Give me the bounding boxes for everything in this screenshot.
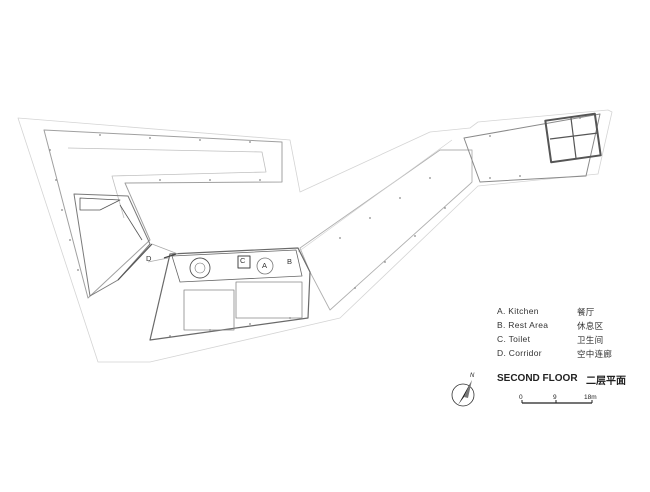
floor-title-cn: 二层平面	[586, 376, 626, 387]
right-grid-room	[544, 112, 602, 164]
central-block	[149, 247, 311, 341]
legend-key: C. Toilet	[497, 334, 531, 344]
left-wing-inner	[67, 147, 267, 219]
scale-label-0: 0	[519, 394, 523, 401]
north-arrow-icon	[451, 380, 475, 407]
room-label-b: B	[287, 257, 293, 266]
room-label-c: C	[240, 256, 246, 265]
legend-key: D. Corridor	[497, 348, 542, 358]
legend-value: 空中连廊	[577, 350, 613, 360]
right-building	[463, 113, 601, 183]
legend-value: 餐厅	[577, 308, 595, 318]
room-label-d: D	[146, 254, 152, 263]
room-label-a: A	[262, 261, 268, 270]
scale-label-18m: 18m	[584, 394, 597, 401]
kitchen-round-table	[189, 257, 211, 279]
legend-key: A. Kitchen	[497, 306, 539, 316]
site-outline	[17, 109, 613, 363]
scale-bar	[521, 400, 593, 404]
sky-corridor	[299, 149, 473, 311]
scale-label-9: 9	[553, 394, 557, 401]
atrium-block	[73, 193, 151, 297]
legend-value: 休息区	[577, 322, 604, 332]
legend-value: 卫生间	[577, 336, 604, 346]
legend-key: B. Rest Area	[497, 320, 549, 330]
floor-title: SECOND FLOOR	[497, 373, 578, 384]
left-wing-slab	[43, 129, 283, 299]
north-label: N	[470, 373, 475, 379]
